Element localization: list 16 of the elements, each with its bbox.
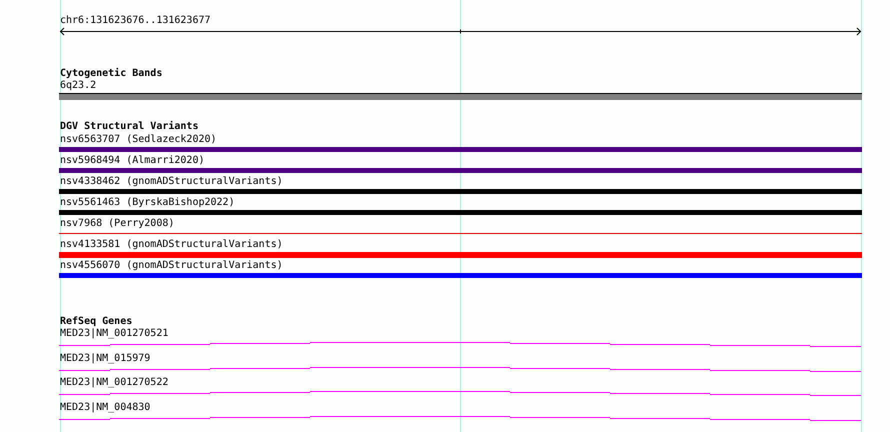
feature-label: nsv5968494 (Almarri2020) <box>60 155 204 166</box>
track-title: RefSeq Genes <box>60 316 132 327</box>
feature-label: MED23|NM_015979 <box>60 353 150 364</box>
feature-label: nsv4556070 (gnomADStructuralVariants) <box>60 260 283 271</box>
track-title: Cytogenetic Bands <box>60 68 162 79</box>
feature-label: 6q23.2 <box>60 80 96 91</box>
feature-label: nsv7968 (Perry2008) <box>60 218 174 229</box>
track-title: DGV Structural Variants <box>60 121 198 132</box>
feature-label: MED23|NM_004830 <box>60 402 150 413</box>
coordinate-label: chr6:131623676..131623677 <box>60 15 211 26</box>
feature-label: nsv4338462 (gnomADStructuralVariants) <box>60 176 283 187</box>
feature-label: nsv4133581 (gnomADStructuralVariants) <box>60 239 283 250</box>
feature-label: MED23|NM_001270521 <box>60 328 168 339</box>
feature-label: nsv5561463 (ByrskaBishop2022) <box>60 197 235 208</box>
feature-label: nsv6563707 (Sedlazeck2020) <box>60 134 217 145</box>
feature-label: MED23|NM_001270522 <box>60 377 168 388</box>
